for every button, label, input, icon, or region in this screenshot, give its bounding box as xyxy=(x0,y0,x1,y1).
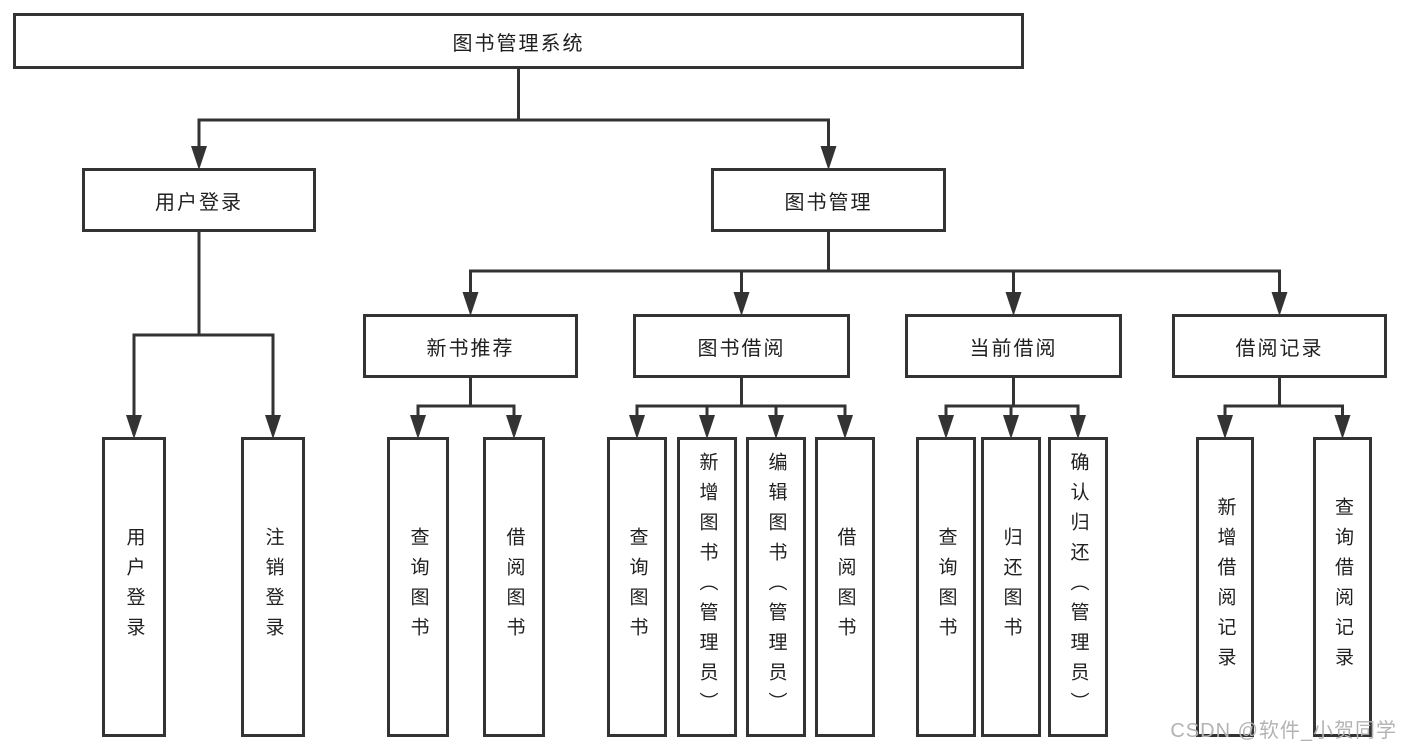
node-label-grp-user-login: 用户登录 xyxy=(155,191,243,214)
node-label-leaf-cb-return: 归还图书 xyxy=(1000,527,1022,647)
node-label-leaf-br-query: 查询借阅记录 xyxy=(1332,497,1353,677)
arrowhead-icon xyxy=(820,146,837,170)
node-leaf-bb-edit: 编辑图书（管理员） xyxy=(746,437,806,737)
arrowhead-icon xyxy=(768,415,784,439)
node-grp-new-rec: 新书推荐 xyxy=(363,314,578,378)
arrowhead-icon xyxy=(1271,292,1288,316)
arrowhead-icon xyxy=(733,292,750,316)
node-label-leaf-user-login: 用户登录 xyxy=(123,527,145,647)
node-leaf-cb-query: 查询图书 xyxy=(916,437,976,737)
node-grp-book-mgmt: 图书管理 xyxy=(711,168,946,232)
arrowhead-icon xyxy=(1005,292,1022,316)
node-leaf-nr-borrow: 借阅图书 xyxy=(483,437,545,737)
node-label-grp-book-mgmt: 图书管理 xyxy=(784,191,873,214)
node-grp-current-borrow: 当前借阅 xyxy=(905,314,1122,378)
arrowhead-icon xyxy=(699,415,715,439)
arrowhead-icon xyxy=(1003,415,1019,439)
node-label-root: 图书管理系统 xyxy=(452,32,585,55)
node-label-leaf-bb-edit: 编辑图书（管理员） xyxy=(765,452,787,722)
node-grp-borrow-record: 借阅记录 xyxy=(1172,314,1387,378)
node-leaf-user-login: 用户登录 xyxy=(102,437,166,737)
node-label-leaf-cb-confirm: 确认归还（管理员） xyxy=(1067,452,1089,722)
arrowhead-icon xyxy=(462,292,479,316)
arrowhead-icon xyxy=(126,415,142,439)
node-label-leaf-logout: 注销登录 xyxy=(262,527,284,647)
arrowhead-icon xyxy=(506,415,522,439)
node-leaf-bb-add: 新增图书（管理员） xyxy=(677,437,737,737)
arrowhead-icon xyxy=(1334,415,1351,439)
node-leaf-bb-borrow: 借阅图书 xyxy=(815,437,875,737)
node-label-grp-book-borrow: 图书借阅 xyxy=(697,337,786,360)
node-leaf-cb-return: 归还图书 xyxy=(981,437,1041,737)
arrowhead-icon xyxy=(837,415,853,439)
node-label-leaf-br-add: 新增借阅记录 xyxy=(1214,497,1236,677)
node-label-grp-new-rec: 新书推荐 xyxy=(426,337,515,360)
node-label-leaf-nr-query: 查询图书 xyxy=(407,527,429,647)
node-leaf-nr-query: 查询图书 xyxy=(387,437,449,737)
node-leaf-logout: 注销登录 xyxy=(241,437,305,737)
node-root: 图书管理系统 xyxy=(13,13,1024,69)
arrowhead-icon xyxy=(1070,415,1086,439)
node-label-leaf-cb-query: 查询图书 xyxy=(935,527,957,647)
node-leaf-br-query: 查询借阅记录 xyxy=(1313,437,1372,737)
node-label-leaf-bb-add: 新增图书（管理员） xyxy=(696,452,718,722)
arrowhead-icon xyxy=(191,146,207,170)
node-leaf-bb-query: 查询图书 xyxy=(607,437,667,737)
arrowhead-icon xyxy=(629,415,645,439)
node-label-leaf-bb-borrow: 借阅图书 xyxy=(834,527,856,647)
node-label-leaf-nr-borrow: 借阅图书 xyxy=(503,527,525,647)
node-label-grp-borrow-record: 借阅记录 xyxy=(1235,337,1324,360)
node-label-leaf-bb-query: 查询图书 xyxy=(626,527,648,647)
node-leaf-br-add: 新增借阅记录 xyxy=(1196,437,1254,737)
node-label-grp-current-borrow: 当前借阅 xyxy=(969,337,1058,360)
node-grp-user-login: 用户登录 xyxy=(82,168,316,232)
node-leaf-cb-confirm: 确认归还（管理员） xyxy=(1048,437,1108,737)
node-grp-book-borrow: 图书借阅 xyxy=(633,314,850,378)
arrowhead-icon xyxy=(1217,415,1233,439)
arrowhead-icon xyxy=(265,415,281,439)
arrowhead-icon xyxy=(410,415,426,439)
watermark-text: CSDN @软件_小贺同学 xyxy=(1170,720,1397,742)
arrowhead-icon xyxy=(938,415,954,439)
